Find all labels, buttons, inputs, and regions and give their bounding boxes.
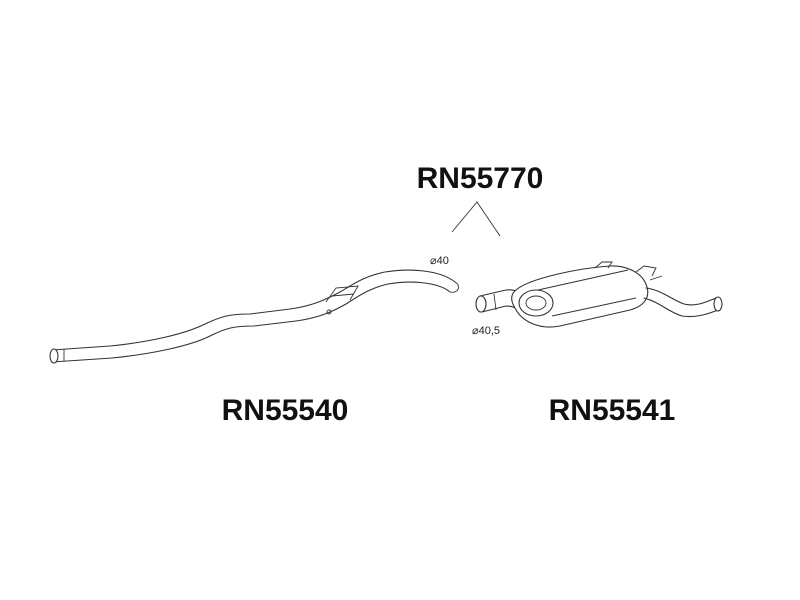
assembly-connector-lines: [451, 201, 501, 237]
part-code-label: RN55541: [549, 394, 676, 427]
part-code-label: RN55540: [222, 394, 349, 427]
assembly-code-label: RN55770: [417, 162, 544, 195]
rear-silencer: [475, 261, 723, 328]
diameter-label: ⌀40,5: [472, 325, 500, 337]
intermediate-pipe: [49, 269, 460, 364]
diameter-label: ⌀40: [430, 255, 449, 267]
